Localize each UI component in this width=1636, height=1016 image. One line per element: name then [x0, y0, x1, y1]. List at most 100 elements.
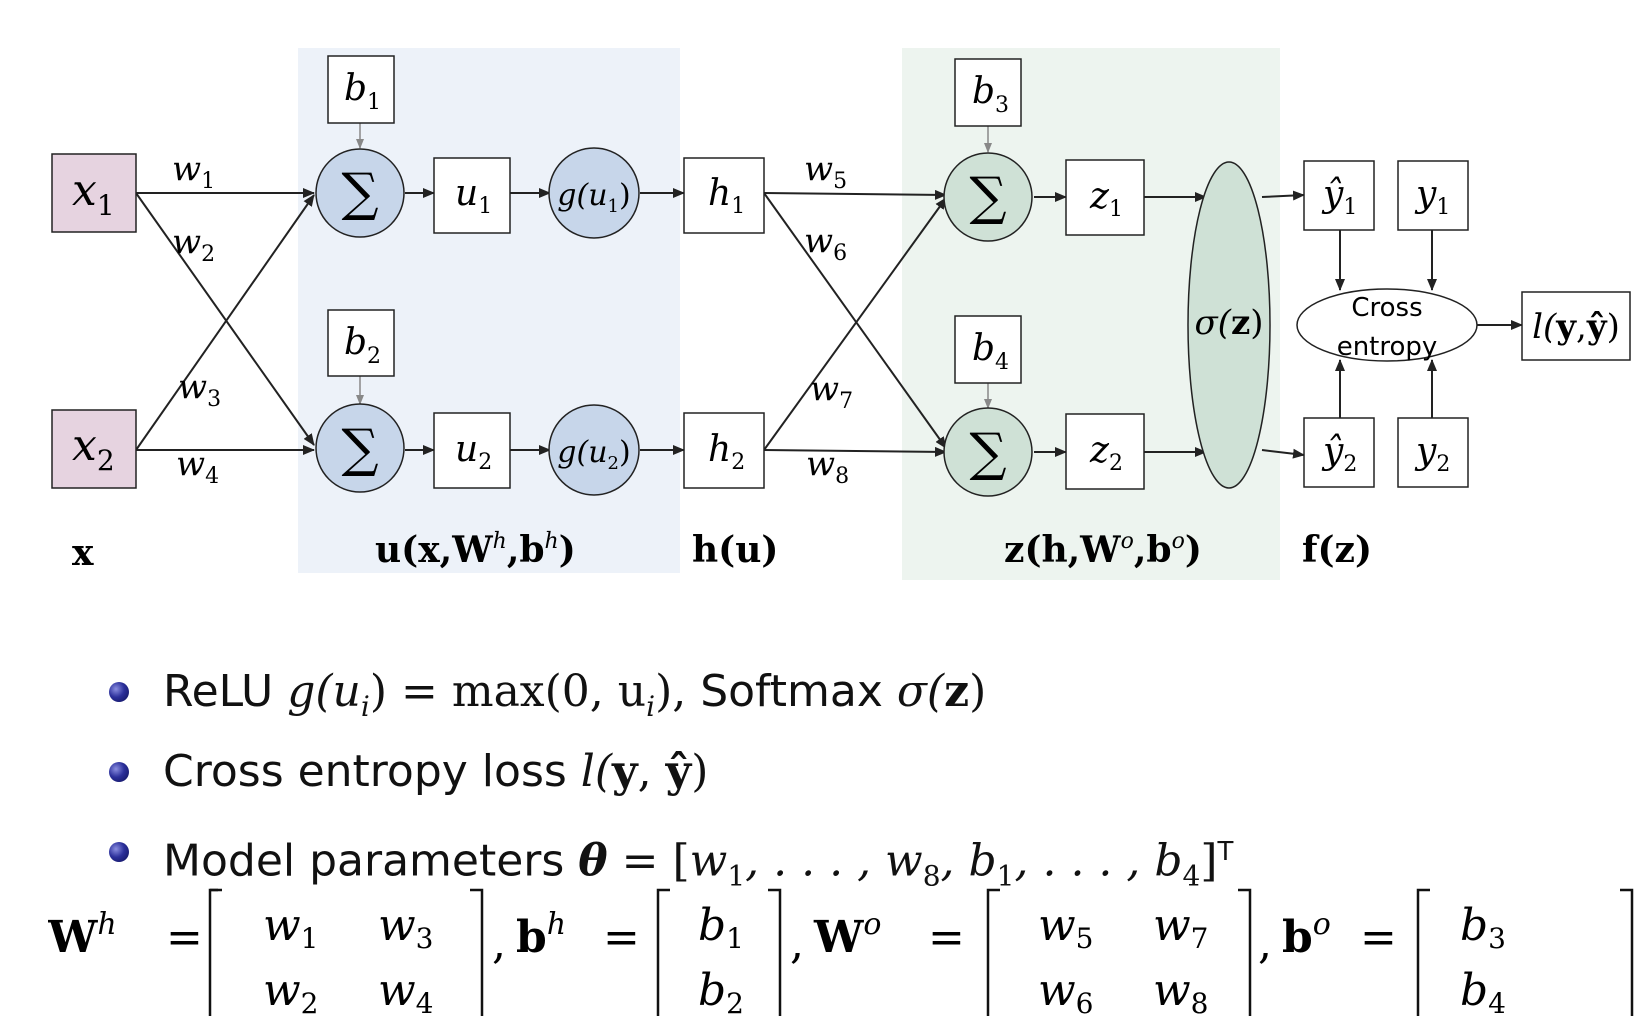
svg-text:h1: h1	[708, 173, 745, 219]
input-node-x2: x2	[51, 409, 137, 489]
neural-network-diagram: x1 x2 w1 w2 w3 w4 w5 w6 w7 w8 b1 b2 b3 b…	[51, 48, 1631, 580]
svg-text:h2: h2	[708, 429, 745, 475]
svg-text:b1: b1	[344, 68, 381, 115]
svg-text:g(u1): g(u1)	[557, 178, 630, 217]
svg-text:∑: ∑	[969, 423, 1006, 483]
svg-text:w7: w7	[1153, 900, 1209, 955]
z-node-1: z1	[1065, 159, 1145, 236]
svg-text:=: =	[928, 912, 965, 963]
svg-text:b3: b3	[1460, 900, 1506, 955]
input-subscript: 1	[97, 189, 115, 222]
layer-label-u: u(x,Wh,bh)	[375, 529, 576, 571]
bias-node-b1: b1	[327, 55, 395, 124]
bias-node-b2: b2	[327, 309, 395, 377]
sum-node-output-1: ∑	[943, 152, 1033, 242]
parameter-matrices: Wh = w1 w3 w2 w4 , bh = b1 b2 , Wo = w5	[48, 888, 1634, 1016]
bias-node-b4: b4	[954, 315, 1022, 384]
weight-labels: w1 w2 w3 w4 w5 w6 w7 w8	[172, 149, 853, 489]
yhat-node-1: ŷ1	[1303, 160, 1375, 231]
svg-text:ŷ1: ŷ1	[1321, 174, 1357, 220]
layer-label-x: x	[72, 532, 94, 574]
bias-node-b3: b3	[954, 58, 1022, 127]
svg-text:y2: y2	[1414, 431, 1450, 477]
weight-label-w3: w3	[178, 367, 221, 412]
svg-text:b2: b2	[698, 965, 744, 1016]
input-node-x1: x1	[51, 153, 137, 233]
bullet-dot-icon	[109, 682, 129, 702]
h-node-1: h1	[683, 157, 765, 234]
svg-text:w1: w1	[263, 900, 319, 955]
hidden-connections	[763, 189, 947, 457]
yhat-node-2: ŷ2	[1303, 417, 1375, 488]
activation-node-1: g(u1)	[548, 147, 640, 239]
weight-label-w4: w4	[176, 444, 219, 489]
svg-text:z2: z2	[1089, 430, 1123, 476]
weight-label-w7: w7	[810, 369, 853, 414]
svg-text:g(u2): g(u2)	[557, 435, 630, 474]
svg-text:w8: w8	[1153, 965, 1209, 1016]
svg-text:=: =	[603, 912, 640, 963]
svg-text:,: ,	[492, 918, 506, 969]
svg-text:b2: b2	[344, 322, 381, 369]
layer-label-f: f(z)	[1302, 529, 1372, 571]
svg-text:σ(z): σ(z)	[1194, 303, 1263, 343]
svg-text:x1: x1	[72, 165, 115, 222]
input-symbol: x	[72, 420, 97, 471]
svg-text:Wh: Wh	[48, 907, 117, 963]
softmax-node: σ(z)	[1187, 161, 1271, 489]
svg-text:b1: b1	[698, 900, 744, 955]
svg-text:l(y,ŷ): l(y,ŷ)	[1532, 307, 1620, 347]
svg-text:u1: u1	[455, 173, 492, 219]
y-node-2: y2	[1397, 417, 1469, 488]
weight-label-w1: w1	[172, 149, 215, 194]
weight-label-w8: w8	[806, 444, 849, 489]
bias-arrows	[356, 123, 992, 409]
svg-text:y1: y1	[1414, 174, 1450, 220]
svg-text:=: =	[1360, 912, 1397, 963]
sum-node-output-2: ∑	[943, 407, 1033, 497]
svg-text:∑: ∑	[341, 163, 378, 223]
svg-text:w4: w4	[378, 965, 434, 1016]
svg-text:b4: b4	[972, 328, 1009, 375]
loss-node: l(y,ŷ)	[1521, 291, 1631, 361]
h-node-2: h2	[683, 412, 765, 489]
y-node-1: y1	[1397, 160, 1469, 231]
svg-text:w6: w6	[1038, 965, 1094, 1016]
svg-text:∑: ∑	[341, 419, 378, 479]
weight-label-w6: w6	[804, 221, 847, 266]
bullet-activations: ReLU g(ui) = max(0, ui), Softmax σ(z)	[105, 652, 1233, 732]
svg-text:z1: z1	[1089, 176, 1123, 222]
svg-text:=: =	[166, 912, 203, 963]
matrix-Wo: Wo = w5 w7 w6 w8 ,	[813, 888, 1272, 1016]
weight-label-w2: w2	[172, 222, 215, 267]
u-node-1: u1	[433, 157, 511, 234]
bullet-list: ReLU g(ui) = max(0, ui), Softmax σ(z) Cr…	[105, 652, 1233, 892]
svg-text:∑: ∑	[969, 167, 1006, 227]
input-connections	[135, 188, 315, 455]
sum-node-hidden-1: ∑	[315, 148, 405, 238]
matrix-Wh: Wh = w1 w3 w2 w4 ,	[48, 888, 506, 1016]
svg-text:w3: w3	[378, 900, 434, 955]
svg-text:b3: b3	[972, 71, 1009, 118]
vector-bo: bo = b3 b4	[1282, 888, 1634, 1016]
svg-text:Wo: Wo	[813, 907, 881, 963]
svg-text:Cross: Cross	[1351, 293, 1422, 323]
input-subscript: 2	[97, 444, 115, 477]
svg-text:u2: u2	[455, 429, 492, 475]
svg-text:entropy: entropy	[1337, 332, 1438, 362]
u-node-2: u2	[433, 412, 511, 489]
svg-text:ŷ2: ŷ2	[1321, 431, 1357, 477]
layer-labels: x u(x,Wh,bh) h(u) z(h,Wo,bo) f(z)	[72, 529, 1372, 574]
svg-text:b4: b4	[1460, 965, 1506, 1016]
chain-arrows	[405, 188, 1523, 459]
bullet-dot-icon	[109, 762, 129, 782]
svg-text:bh: bh	[516, 907, 566, 963]
svg-text:bo: bo	[1282, 907, 1331, 963]
svg-text:,: ,	[790, 918, 804, 969]
bullet-loss: Cross entropy loss l(y, ŷ)	[105, 732, 1233, 812]
svg-text:w2: w2	[263, 965, 319, 1016]
svg-text:,: ,	[1258, 918, 1272, 969]
layer-label-h: h(u)	[692, 529, 778, 571]
input-symbol: x	[72, 165, 97, 216]
z-node-2: z2	[1065, 413, 1145, 490]
